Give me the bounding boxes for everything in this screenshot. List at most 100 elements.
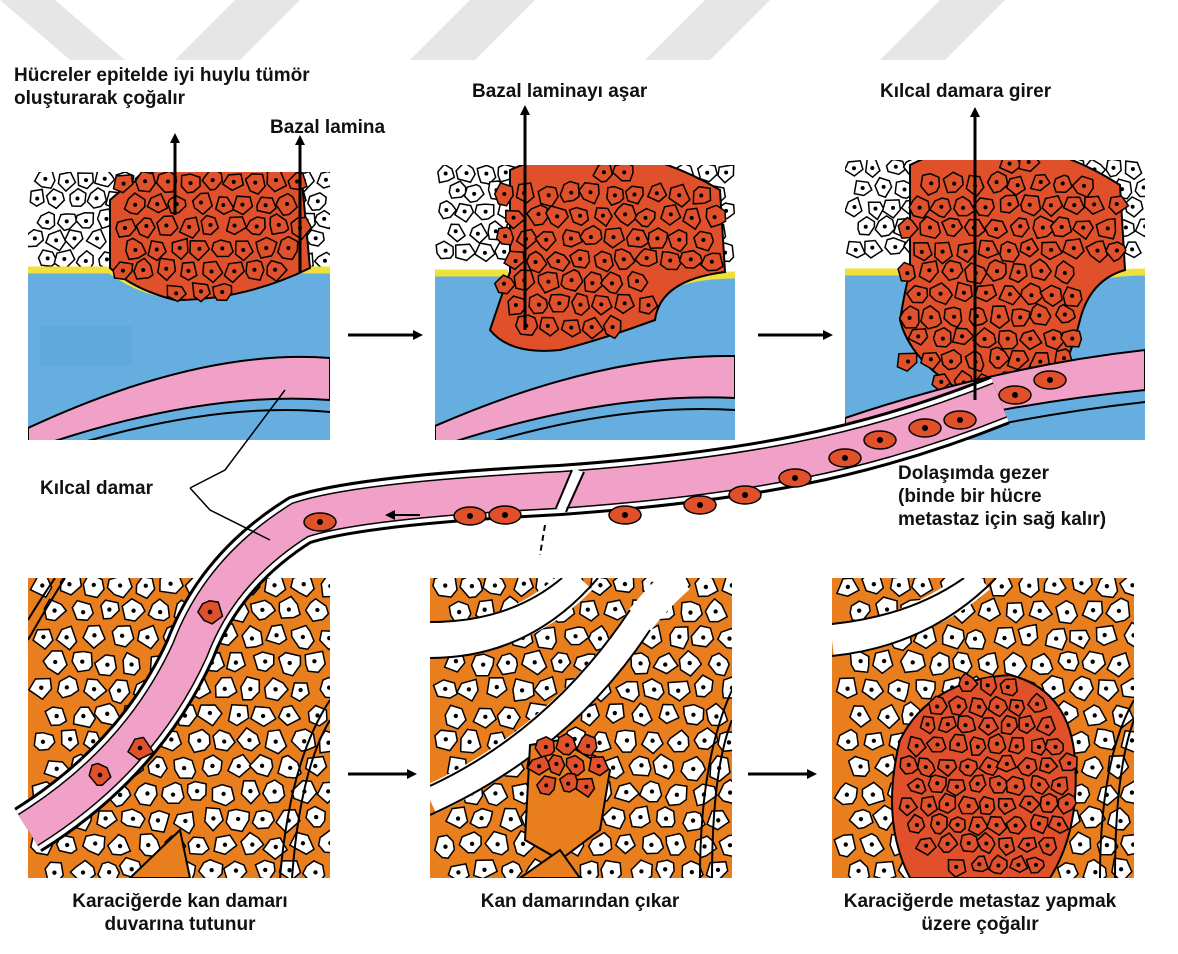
cell-nucleus — [248, 687, 252, 691]
cell-nucleus — [858, 764, 862, 768]
cell-nucleus — [1093, 870, 1097, 874]
cell-nucleus — [1006, 723, 1010, 727]
cell-nucleus — [1008, 292, 1012, 296]
cell-nucleus — [495, 685, 499, 689]
cell-nucleus — [1012, 392, 1018, 398]
cell-nucleus — [54, 238, 58, 242]
cell-nucleus — [652, 687, 656, 691]
cell-nucleus — [237, 764, 241, 768]
cell-nucleus — [891, 206, 895, 210]
cell-nucleus — [964, 723, 968, 727]
cell-nucleus — [156, 764, 160, 768]
cell-nucleus — [274, 845, 278, 849]
cell-nucleus — [454, 659, 458, 663]
cell-nucleus — [1038, 360, 1042, 364]
cell-nucleus — [622, 512, 628, 518]
cell-nucleus — [326, 741, 330, 745]
cell-nucleus — [544, 745, 548, 749]
cell-nucleus — [1004, 803, 1008, 807]
cell-nucleus — [520, 688, 524, 692]
cell-nucleus — [1007, 249, 1011, 253]
cell-nucleus — [578, 257, 582, 261]
cell-nucleus — [613, 193, 617, 197]
cell-nucleus — [845, 793, 849, 797]
cell-nucleus — [512, 216, 516, 220]
cell-nucleus — [929, 357, 933, 361]
cell-nucleus — [960, 660, 964, 664]
cell-nucleus — [52, 196, 56, 200]
cell-nucleus — [174, 291, 178, 295]
cell-nucleus — [716, 868, 720, 872]
cell-nucleus — [208, 223, 212, 227]
cell-nucleus — [1090, 817, 1094, 821]
cell-nucleus — [208, 711, 212, 715]
cell-nucleus — [909, 712, 913, 716]
cell-nucleus — [145, 791, 149, 795]
cell-nucleus — [208, 610, 213, 615]
cell-nucleus — [927, 268, 931, 272]
cell-nucleus — [146, 843, 150, 847]
cell-nucleus — [302, 739, 306, 743]
cell-nucleus — [120, 634, 124, 638]
cell-nucleus — [1037, 745, 1041, 749]
cell-nucleus — [1061, 181, 1065, 185]
cell-nucleus — [937, 662, 941, 666]
cell-nucleus — [81, 714, 85, 718]
cell-nucleus — [883, 816, 887, 820]
cell-nucleus — [94, 196, 98, 200]
cell-nucleus — [467, 687, 471, 691]
cell-nucleus — [903, 188, 907, 192]
cell-nucleus — [196, 844, 200, 848]
cell-nucleus — [1117, 662, 1121, 666]
cell-nucleus — [1103, 738, 1107, 742]
cell-nucleus — [104, 217, 108, 221]
cell-nucleus — [570, 278, 574, 282]
cell-nucleus — [105, 257, 109, 261]
cell-nucleus — [232, 269, 236, 273]
cell-nucleus — [589, 190, 593, 194]
cell-nucleus — [483, 715, 487, 719]
label-circulation-line1: Dolaşımda gezer — [898, 462, 1106, 485]
cell-nucleus — [611, 235, 615, 239]
cell-nucleus — [960, 334, 964, 338]
cell-nucleus — [286, 713, 290, 717]
cell-nucleus — [522, 581, 526, 585]
label-liver-adhesion-line2: duvarına tutunur — [20, 913, 340, 936]
cell-nucleus — [247, 738, 251, 742]
cell-nucleus — [95, 237, 99, 241]
cell-nucleus — [1063, 271, 1067, 275]
cell-nucleus — [995, 742, 999, 746]
cell-nucleus — [1104, 686, 1108, 690]
cell-nucleus — [730, 686, 734, 690]
cell-nucleus — [1079, 686, 1083, 690]
cell-nucleus — [623, 212, 627, 216]
cell-nucleus — [690, 216, 694, 220]
cell-nucleus — [976, 824, 980, 828]
cell-nucleus — [951, 224, 955, 228]
cell-nucleus — [133, 203, 137, 207]
cell-nucleus — [690, 870, 694, 874]
cell-nucleus — [1000, 584, 1004, 588]
cell-nucleus — [118, 844, 122, 848]
cell-nucleus — [544, 238, 548, 242]
cell-nucleus — [1081, 226, 1085, 230]
cell-nucleus — [664, 817, 668, 821]
cell-nucleus — [121, 269, 125, 273]
cell-nucleus — [197, 247, 201, 251]
cell-nucleus — [946, 842, 950, 846]
cell-nucleus — [713, 215, 717, 219]
cell-nucleus — [983, 337, 987, 341]
cell-nucleus — [701, 685, 705, 689]
cell-nucleus — [557, 301, 561, 305]
cell-nucleus — [232, 224, 236, 228]
cell-nucleus — [946, 722, 950, 726]
cell-nucleus — [1007, 202, 1011, 206]
cell-nucleus — [288, 766, 292, 770]
cell-nucleus — [965, 681, 969, 685]
cell-nucleus — [328, 584, 332, 588]
cell-nucleus — [274, 739, 278, 743]
cell-nucleus — [611, 325, 615, 329]
cell-nucleus — [1078, 842, 1082, 846]
cell-nucleus — [655, 191, 659, 195]
cell-nucleus — [182, 766, 186, 770]
